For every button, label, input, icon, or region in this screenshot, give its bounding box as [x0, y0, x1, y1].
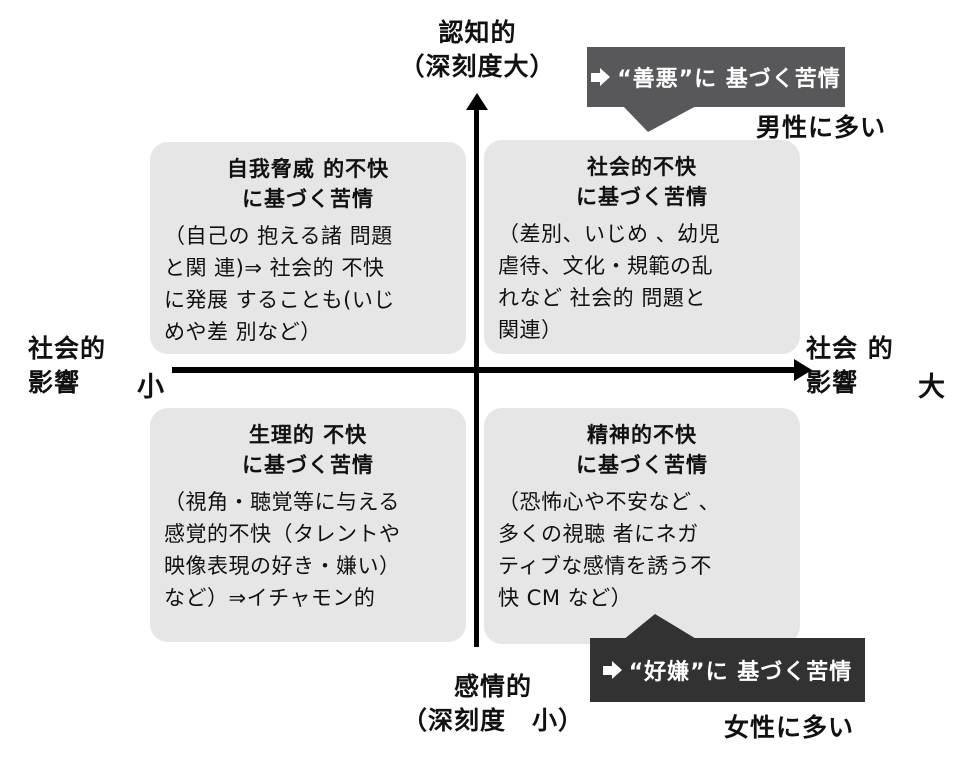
quadrant-title: 社会的不快 に基づく苦情	[576, 155, 708, 209]
callout-good-evil: “善悪”に 基づく苦情	[587, 47, 845, 107]
annotation-female: 女性に多い	[724, 713, 855, 742]
axis-scale-small: 小	[137, 372, 165, 403]
callout-like-dislike: “好嫌”に 基づく苦情	[590, 638, 865, 702]
axis-scale-large: 大	[918, 372, 946, 403]
vertical-axis-arrowhead-icon	[466, 93, 488, 110]
callout-tail-up-icon	[623, 614, 698, 640]
horizontal-axis-line	[172, 367, 794, 373]
callout-label: “好嫌”に 基づく苦情	[628, 660, 853, 685]
quadrant-title: 生理的 不快 に基づく苦情	[242, 423, 374, 477]
right-arrow-icon	[602, 661, 622, 679]
right-arrow-icon	[591, 68, 611, 86]
quadrant-box-mental-discomfort: 精神的不快 に基づく苦情 （恐怖心や不安など 、 多くの視聴 者にネガ ティブな…	[484, 408, 800, 644]
axis-label-social-influence-left: 社会的 影響	[28, 334, 107, 397]
axis-label-cognitive-top: 認知的 （深刻度大）	[399, 18, 556, 81]
vertical-axis-line	[474, 108, 479, 647]
callout-tail-down-icon	[622, 105, 698, 132]
quadrant-title: 自我脅威 的不快 に基づく苦情	[226, 157, 390, 211]
quadrant-body: （自己の 抱える諸 問題 と関 連)⇒ 社会的 不快 に発展 することも(いじ …	[164, 224, 395, 344]
axis-label-social-influence-right: 社会 的 影響	[806, 334, 894, 397]
callout-label: “善悪”に 基づく苦情	[617, 67, 841, 92]
quadrant-box-physiological-discomfort: 生理的 不快 に基づく苦情 （視角・聴覚等に与える 感覚的不快（タレントや 映像…	[150, 408, 466, 642]
annotation-male: 男性に多い	[756, 113, 887, 142]
quadrant-body: （視角・聴覚等に与える 感覚的不快（タレントや 映像表現の好き・嫌い） など）⇒…	[164, 490, 401, 610]
axis-label-emotional-bottom: 感情的 （深刻度 小）	[401, 672, 584, 735]
quadrant-body: （恐怖心や不安など 、 多くの視聴 者にネガ ティブな感情を誘う不 快 CM な…	[498, 490, 721, 610]
quadrant-title: 精神的不快 に基づく苦情	[576, 423, 708, 477]
quadrant-body: （差別、いじめ 、幼児 虐待、文化・規範の乱 れなど 社会的 問題と 関連）	[498, 222, 721, 342]
quadrant-box-ego-threat: 自我脅威 的不快 に基づく苦情 （自己の 抱える諸 問題 と関 連)⇒ 社会的 …	[150, 142, 466, 354]
quadrant-box-social-discomfort: 社会的不快 に基づく苦情 （差別、いじめ 、幼児 虐待、文化・規範の乱 れなど …	[484, 140, 800, 354]
horizontal-axis-arrowhead-icon	[794, 359, 812, 381]
